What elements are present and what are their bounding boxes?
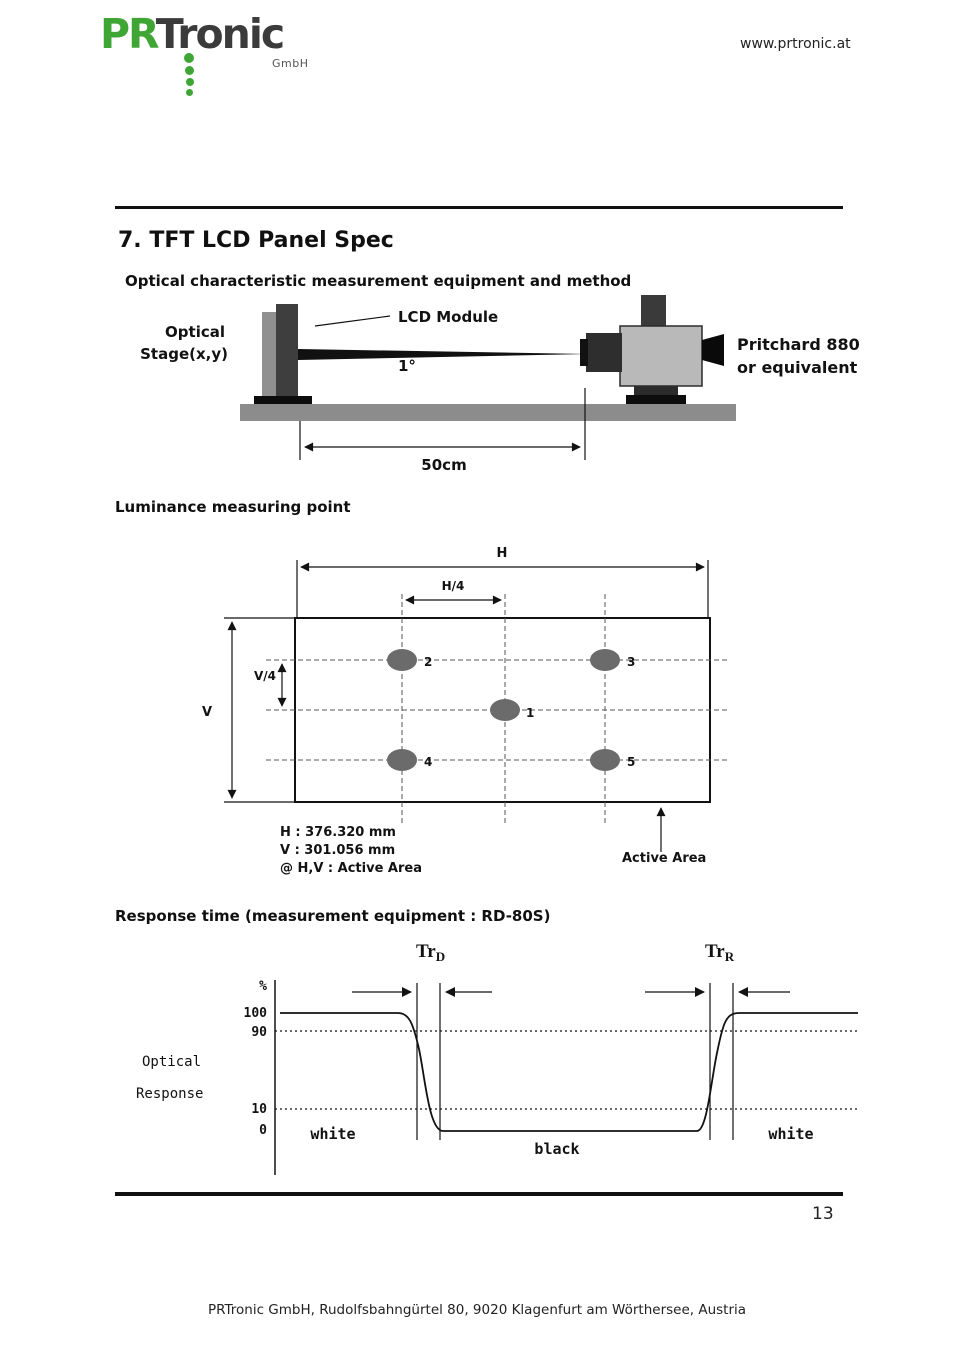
optical-stage-label-line2: Stage(x,y) [140,345,228,363]
axis-label-optical: Optical [142,1054,201,1070]
measuring-point-3 [590,649,620,671]
camera-pedestal-top [634,386,678,395]
trr-subscript: R [725,949,735,964]
v-dimension [224,617,294,803]
v-label: V [202,705,212,720]
camera-lens [586,333,622,372]
measuring-point-4 [387,749,417,771]
trr-main: Tr [705,941,725,962]
response-time-chart: TrD TrR % 100 90 10 0 Optical Response w… [136,941,858,1175]
equipment-diagram: LCD Module Optical Stage(x,y) 1° Pritcha… [140,295,860,474]
camera-body [619,325,703,387]
distance-label: 50cm [421,456,466,474]
camera-lens-ring [580,339,588,366]
v4-label: V/4 [254,669,276,683]
point-5-label: 5 [627,755,635,769]
point-3-label: 3 [627,655,635,669]
optical-stage-label-line1: Optical [165,323,225,341]
optical-bench-platform [240,404,736,421]
grid-lines [266,594,728,826]
axis-label-response: Response [136,1086,203,1102]
measuring-points: 2 3 1 4 5 [387,649,635,771]
percent-label: % [259,979,267,994]
footer-address: PRTronic GmbH, Rudolfsbahngürtel 80, 902… [207,1302,747,1318]
luminance-diagram: H H/4 V V/4 2 [202,546,728,876]
section-subtitle: Optical characteristic measurement equip… [125,272,632,290]
section-title: 7. TFT LCD Panel Spec [118,228,394,253]
tick-0: 0 [259,1123,267,1138]
point-1-label: 1 [526,706,534,720]
trd-main: Tr [416,941,436,962]
measuring-point-5 [590,749,620,771]
active-area-label: Active Area [622,851,706,866]
optical-response-curve [280,1012,858,1132]
tick-100: 100 [244,1006,268,1021]
white-left-label: white [310,1125,355,1143]
logo-dot-icon [186,89,193,96]
logo-gmbh-text: GmbH [272,57,309,70]
tick-10: 10 [251,1102,267,1117]
footer-divider [115,1192,843,1196]
camera-label-line2: or equivalent [737,358,858,377]
header-divider [115,206,843,209]
transition-boundary-lines [416,983,734,1140]
tick-90: 90 [251,1025,267,1040]
v-value-text: V : 301.056 mm [280,843,395,858]
logo: PRTronic [100,14,285,55]
h-value-text: H : 376.320 mm [280,825,396,840]
distance-dimension [299,388,586,460]
logo-dot-icon [184,53,194,63]
black-label: black [534,1140,579,1158]
h-label: H [497,546,508,561]
logo-dot-icon [186,78,194,86]
point-4-label: 4 [424,755,432,769]
page-number: 13 [812,1204,834,1224]
measuring-point-1 [490,699,520,721]
lcd-module-label: LCD Module [398,308,498,326]
measurement-axis-wedge [298,349,588,360]
trr-label: TrR [705,941,735,964]
h-dimension [296,560,709,618]
h4-label: H/4 [442,579,465,593]
logo-dot-icon [185,66,194,75]
white-right-label: white [768,1125,813,1143]
measuring-point-2 [387,649,417,671]
response-heading: Response time (measurement equipment : R… [115,907,551,925]
point-2-label: 2 [424,655,432,669]
trd-label: TrD [416,941,445,964]
camera-pedestal-base [626,395,686,406]
trd-subscript: D [436,949,445,964]
camera-label-line1: Pritchard 880 [737,335,860,354]
camera-eyepiece [702,334,724,366]
luminance-heading: Luminance measuring point [115,498,351,516]
photometer-camera [580,295,724,406]
website-url: www.prtronic.at [740,36,851,52]
camera-viewfinder [641,295,666,330]
hv-note-text: @ H,V : Active Area [280,861,422,876]
angle-label: 1° [398,357,416,375]
logo-tronic-text: Tronic [155,10,285,58]
logo-pr-text: PR [100,10,158,58]
lcd-module-leader-line [314,315,391,327]
